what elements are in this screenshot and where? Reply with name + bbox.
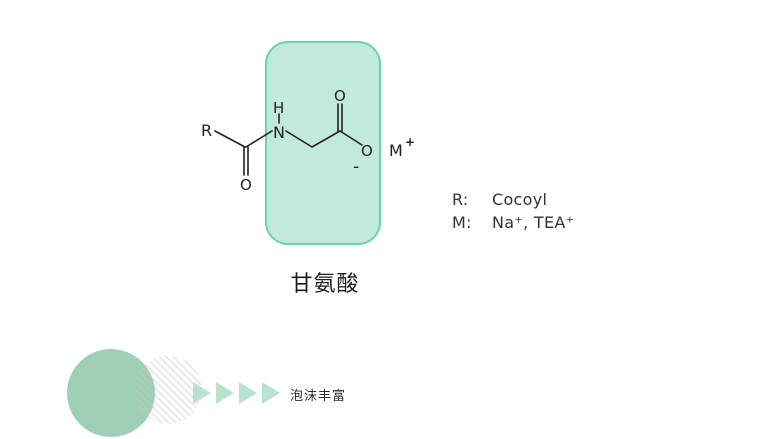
bond-carbon-oxygen [339,130,363,146]
legend-r-value: Cocoyl [492,190,548,209]
carboxylate-oxygen-label: O [361,142,373,160]
arrow-icon [193,382,211,404]
bond-carbon-nitrogen [245,130,273,148]
counter-ion-label: M [389,141,403,160]
carbonyl-oxygen-label: O [240,176,252,194]
carboxyl-oxygen-label: O [334,87,346,105]
legend-m-key: M: [452,213,472,232]
bond-nitrogen-ch2 [285,130,313,148]
arrow-icon [239,382,257,404]
r-group-label: R [201,121,212,140]
legend-m-value: Na⁺, TEA⁺ [492,213,575,232]
glycine-highlight-box [265,41,381,245]
molecule-caption: 甘氨酸 [290,272,360,297]
arrow-icon [216,382,234,404]
nitrogen-label: N [273,123,285,142]
arrow-icon [262,382,280,404]
legend-r-line: R: Cocoyl [452,190,547,209]
feature-label: 泡沫丰富 [290,389,347,404]
legend-m-line: M: Na⁺, TEA⁺ [452,213,574,232]
hydrogen-label: H [273,99,284,117]
decorative-green-circle [67,349,155,437]
bonds [214,103,363,176]
decorative-hatched-circle [134,356,202,424]
bond-r-carbon [214,130,246,148]
arrow-row [193,382,280,404]
counter-ion-charge-label: + [405,135,415,149]
negative-charge-label: - [353,157,359,177]
bond-ch2-carbon [311,130,341,148]
legend-r-key: R: [452,190,469,209]
